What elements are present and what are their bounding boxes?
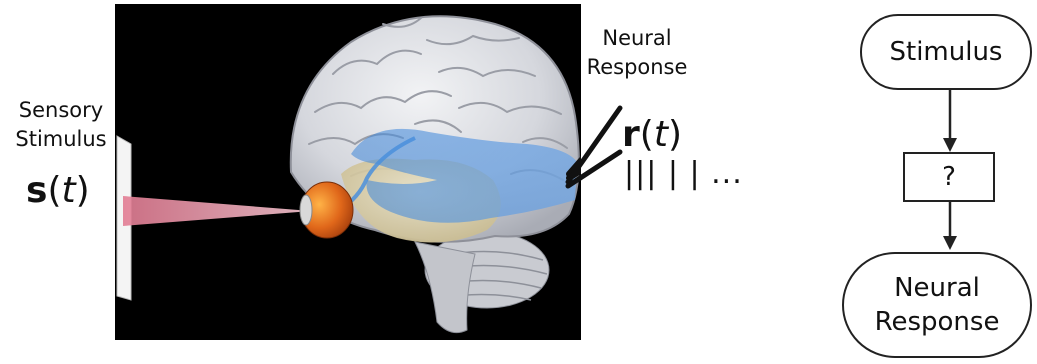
brain-illustration xyxy=(115,4,581,340)
arrowhead-1 xyxy=(943,138,957,152)
response-time-variable: t xyxy=(654,114,668,155)
stimulus-function-label: s(t) xyxy=(26,170,90,211)
stimulus-node: Stimulus xyxy=(860,14,1032,90)
response-function-label: r(t) xyxy=(622,114,682,155)
neural-response-label: Neural Response xyxy=(578,24,696,82)
arrowhead-2 xyxy=(943,236,957,250)
neural-response-node: Neural Response xyxy=(842,252,1032,358)
spike-train: ||| | | ... xyxy=(624,156,743,191)
stimulus-time-variable: t xyxy=(61,170,75,211)
unknown-transform-node: ? xyxy=(903,152,995,202)
stimulus-symbol: s xyxy=(26,170,47,211)
response-symbol: r xyxy=(622,114,640,155)
sensory-stimulus-label: Sensory Stimulus xyxy=(0,96,122,154)
eye-cornea xyxy=(300,195,312,225)
